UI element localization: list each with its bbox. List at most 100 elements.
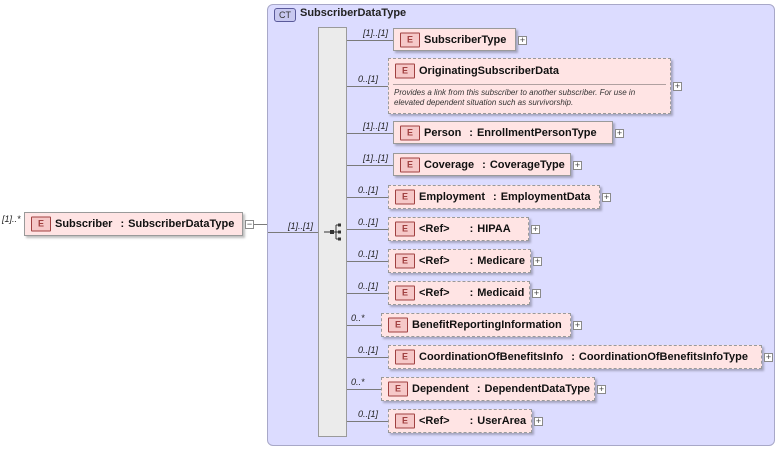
element-multiplicity: [1]..[1]	[363, 153, 389, 163]
element-multiplicity: 0..[1]	[358, 409, 379, 419]
subscriber-type: SubscriberDataType	[128, 218, 235, 230]
element-name: <Ref>	[419, 255, 450, 267]
element-connector	[347, 197, 388, 198]
expand-toggle[interactable]: +	[764, 352, 773, 362]
subscriber-name: Subscriber	[55, 218, 113, 230]
element-badge: E	[388, 317, 408, 333]
element-person[interactable]: E Person:EnrollmentPersonType	[393, 121, 613, 144]
expand-toggle[interactable]: +	[532, 288, 541, 298]
element-badge: E	[395, 221, 415, 237]
element-type: HIPAA	[477, 223, 511, 235]
element-coordination-of-benefits-info[interactable]: E CoordinationOfBenefitsInfo:Coordination…	[388, 345, 762, 369]
element-badge: E	[395, 285, 415, 301]
element-label: Person:EnrollmentPersonType	[424, 126, 597, 139]
element-type: EmploymentData	[500, 191, 591, 203]
element-benefit-reporting-information[interactable]: E BenefitReportingInformation	[381, 313, 571, 337]
element-type: Medicare	[477, 255, 525, 267]
element-name: Dependent	[412, 383, 469, 395]
element-badge: E	[400, 32, 420, 47]
element-medicare[interactable]: E<Ref>:Medicare	[388, 249, 531, 273]
element-name: Person	[424, 126, 462, 139]
element-name: <Ref>	[419, 415, 450, 427]
element-connector	[347, 261, 388, 262]
complex-type-badge: CT	[274, 8, 296, 22]
doc-divider	[393, 84, 666, 85]
element-multiplicity: 0..[1]	[358, 345, 379, 355]
element-type: CoordinationOfBenefitsInfoType	[578, 351, 748, 363]
element-label: OriginatingSubscriberData	[419, 65, 559, 77]
element-badge: E	[400, 125, 420, 140]
element-connector	[347, 293, 388, 294]
element-multiplicity: 0..[1]	[358, 185, 379, 195]
element-multiplicity: [1]..[1]	[363, 121, 389, 131]
element-badge: E	[395, 63, 415, 79]
collapse-toggle[interactable]: −	[245, 219, 254, 229]
subscriber-element[interactable]: E Subscriber:SubscriberDataType	[24, 212, 243, 236]
element-connector	[347, 357, 388, 358]
expand-toggle[interactable]: +	[602, 192, 611, 202]
element-type: EnrollmentPersonType	[476, 126, 597, 139]
element-multiplicity: 0..[1]	[358, 74, 379, 84]
expand-toggle[interactable]: +	[573, 320, 582, 330]
element-subscriber-type[interactable]: E SubscriberType	[393, 28, 516, 51]
expand-toggle[interactable]: +	[597, 384, 606, 394]
element-name: <Ref>	[419, 287, 450, 299]
element-type: CoverageType	[489, 158, 565, 171]
element-type: UserArea	[477, 415, 527, 427]
element-multiplicity: 0..*	[351, 313, 365, 323]
element-dependent[interactable]: E Dependent:DependentDataType	[381, 377, 595, 401]
element-label: Dependent:DependentDataType	[412, 383, 591, 395]
element-label: <Ref>:Medicaid	[419, 287, 525, 299]
element-type: DependentDataType	[484, 383, 591, 395]
sequence-icon	[324, 223, 341, 241]
element-label: <Ref>:Medicare	[419, 255, 525, 267]
expand-toggle[interactable]: +	[533, 256, 542, 266]
element-badge: E	[395, 349, 415, 365]
expand-toggle[interactable]: +	[573, 160, 582, 170]
element-multiplicity: 0..[1]	[358, 281, 379, 291]
element-coverage[interactable]: E Coverage:CoverageType	[393, 153, 571, 176]
element-label: <Ref>:HIPAA	[419, 223, 511, 235]
element-badge: E	[400, 157, 420, 172]
element-name: Coverage	[424, 158, 475, 171]
element-name: SubscriberType	[424, 33, 507, 46]
element-connector	[347, 389, 381, 390]
element-multiplicity: [1]..[1]	[363, 28, 389, 38]
element-name: Employment	[419, 191, 486, 203]
expand-toggle[interactable]: +	[615, 128, 624, 138]
element-connector	[347, 421, 388, 422]
element-connector	[347, 325, 381, 326]
subscriber-label: Subscriber:SubscriberDataType	[55, 218, 235, 230]
element-name: CoordinationOfBenefitsInfo	[419, 351, 564, 363]
element-hipaa[interactable]: E <Ref>:HIPAA	[388, 217, 529, 241]
element-label: Coverage:CoverageType	[424, 158, 565, 171]
element-user-area[interactable]: E<Ref>:UserArea	[388, 409, 532, 433]
element-label: <Ref>:UserArea	[419, 415, 527, 427]
expand-toggle[interactable]: +	[531, 224, 540, 234]
expand-toggle[interactable]: +	[534, 416, 543, 426]
element-name: BenefitReportingInformation	[412, 319, 562, 331]
expand-toggle[interactable]: +	[673, 81, 682, 91]
element-label: BenefitReportingInformation	[412, 319, 562, 331]
element-documentation: Provides a link from this subscriber to …	[394, 88, 636, 107]
root-connector	[254, 224, 268, 225]
element-label: SubscriberType	[424, 34, 506, 46]
root-multiplicity: [1]..*	[2, 214, 21, 224]
element-connector	[347, 165, 393, 166]
element-name: <Ref>	[419, 223, 450, 235]
element-connector	[347, 40, 393, 41]
element-label: CoordinationOfBenefitsInfo:CoordinationO…	[419, 351, 748, 363]
element-badge: E	[388, 381, 408, 397]
element-multiplicity: 0..[1]	[358, 217, 379, 227]
element-connector	[347, 229, 388, 230]
element-medicaid[interactable]: E <Ref>:Medicaid	[388, 281, 530, 305]
element-name: OriginatingSubscriberData	[419, 65, 559, 77]
element-type: Medicaid	[477, 287, 525, 299]
expand-toggle[interactable]: +	[518, 35, 527, 45]
element-connector	[347, 133, 393, 134]
element-badge: E	[31, 216, 51, 232]
sequence-multiplicity: [1]..[1]	[288, 221, 314, 231]
element-label: Employment:EmploymentData	[419, 191, 591, 203]
